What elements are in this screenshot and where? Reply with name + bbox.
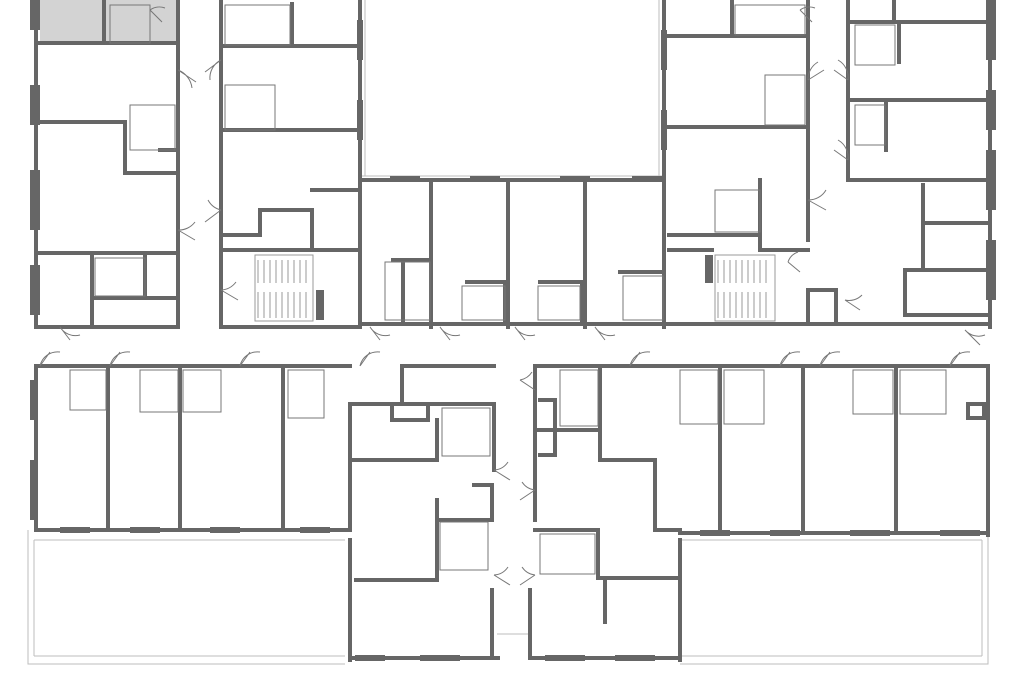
bathroom-outlines	[69, 4, 947, 575]
stairwell-right	[714, 254, 776, 322]
door-swings	[39, 6, 986, 586]
terrace-outlines	[27, 0, 989, 665]
courtyard	[366, 0, 659, 175]
highlighted-unit[interactable]	[40, 0, 177, 43]
structural-walls	[34, 0, 992, 662]
window-piers	[30, 0, 996, 661]
stairwell-left	[254, 254, 314, 322]
